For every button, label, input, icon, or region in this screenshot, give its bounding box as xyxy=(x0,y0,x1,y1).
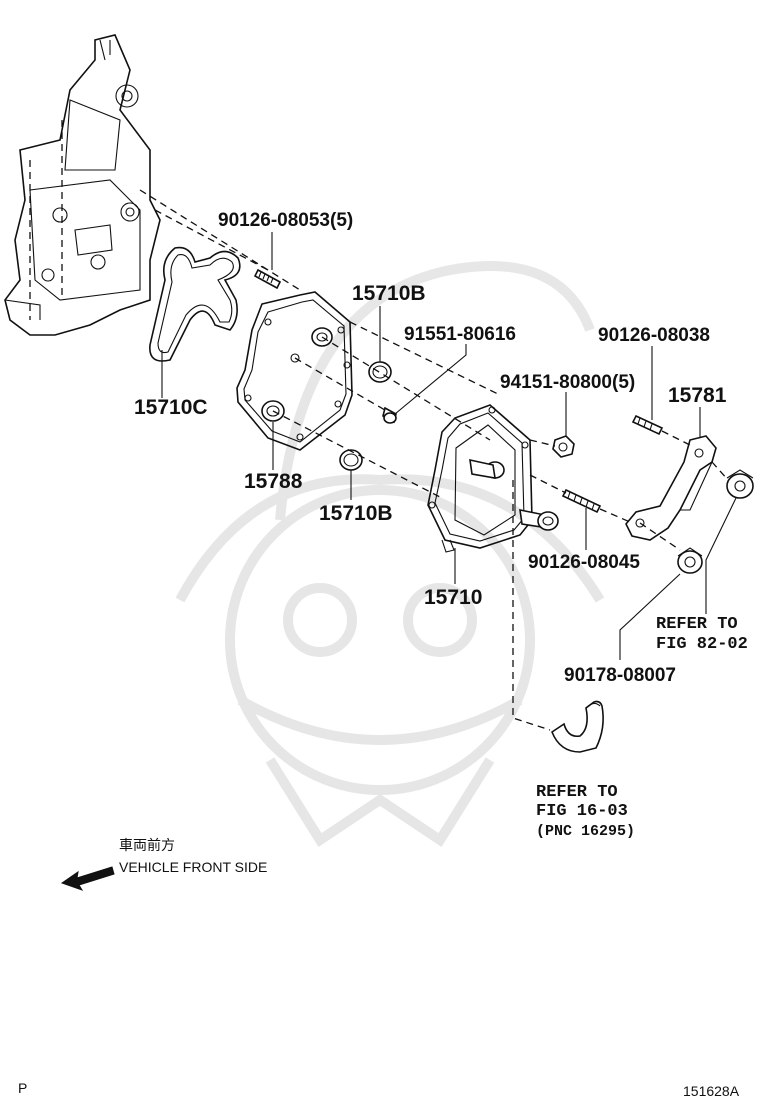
front-side-japanese: 車両前方 xyxy=(119,837,175,853)
gasket-15710c-icon xyxy=(149,246,241,362)
label-bushing-90178: 90178-08007 xyxy=(564,665,676,686)
leader-engine-to-cover-a xyxy=(139,189,301,291)
footer-figure-id: 151628A xyxy=(683,1083,740,1099)
bolt-90126-08053-icon xyxy=(253,268,282,290)
o-ring-bottom-icon xyxy=(339,449,363,471)
footer-left-code: P xyxy=(18,1080,27,1096)
label-bracket-15781: 15781 xyxy=(668,384,727,407)
arrow-left-icon xyxy=(60,866,115,891)
leader-stud-to-bracket-top xyxy=(661,430,691,446)
refer-fig-82-line2: FIG 82-02 xyxy=(656,635,748,654)
leader-engine-to-cover-b xyxy=(154,209,269,271)
bracket-15781-icon xyxy=(625,435,717,541)
stud-90126-08038-icon xyxy=(631,414,664,436)
grommet-fig-82-icon xyxy=(726,469,754,499)
leader-cover-to-cooler-d xyxy=(349,321,501,396)
front-side-english: VEHICLE FRONT SIDE xyxy=(119,859,267,875)
plug-91551-icon xyxy=(382,406,397,424)
refer-fig-16-line3: (PNC 16295) xyxy=(536,823,635,840)
refer-fig-16-line1: REFER TO xyxy=(536,783,618,802)
leader-cooler-to-nut xyxy=(529,439,556,447)
label-o-ring-bottom: 15710B xyxy=(319,502,393,525)
bushing-90178-icon xyxy=(677,547,703,574)
label-bolt-90126-08053: 90126-08053(5) xyxy=(218,210,353,231)
leader-plug xyxy=(394,344,467,415)
label-stud-90126-08045: 90126-08045 xyxy=(528,552,640,573)
leader-grommet xyxy=(705,497,737,614)
engine-block-icon xyxy=(4,34,161,336)
label-plug-91551: 91551-80616 xyxy=(404,324,516,345)
label-cover-15788: 15788 xyxy=(244,470,303,493)
background-watermark xyxy=(175,261,605,848)
refer-fig-16-line2: FIG 16-03 xyxy=(536,802,628,821)
leader-bracket-to-grommet xyxy=(711,461,729,481)
hose-fig-16-icon xyxy=(551,700,604,753)
label-stud-90126-08038: 90126-08038 xyxy=(598,325,710,346)
label-nut-94151: 94151-80800(5) xyxy=(500,372,635,393)
oil-cooler-15710-icon xyxy=(427,404,559,553)
leader-bracket-to-bushing xyxy=(639,522,681,551)
label-gasket-15710c: 15710C xyxy=(134,396,208,419)
o-ring-top-icon xyxy=(368,361,392,383)
label-o-ring-top: 15710B xyxy=(352,282,426,305)
leader-cooler-to-stud xyxy=(529,474,567,494)
refer-fig-82-line1: REFER TO xyxy=(656,615,738,634)
stud-90126-08045-icon xyxy=(561,488,602,514)
leader-bushing xyxy=(619,573,681,660)
leader-stud-to-bracket xyxy=(599,508,631,523)
leader-cover-to-cooler-c xyxy=(294,357,386,411)
leader-cover-to-cooler-b xyxy=(272,410,441,498)
leader-cover-to-cooler-a xyxy=(321,336,491,441)
label-cooler-15710: 15710 xyxy=(424,586,482,609)
nut-94151-icon xyxy=(552,435,575,458)
